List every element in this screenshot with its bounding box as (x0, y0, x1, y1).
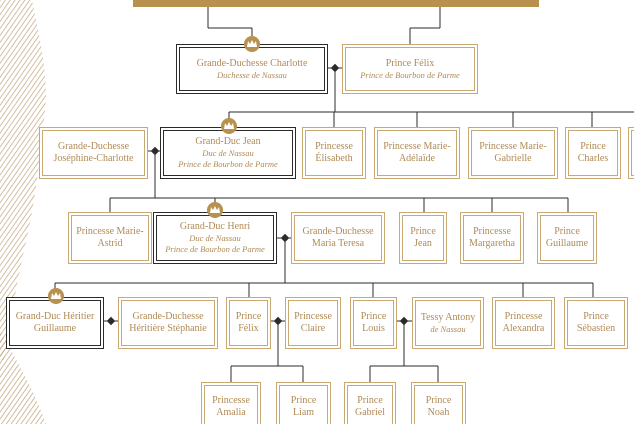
node-name: Tessy Antony (420, 311, 476, 323)
crown-icon (244, 36, 260, 52)
node-josephine[interactable]: Grande-Duchesse Joséphine-Charlotte (39, 127, 148, 179)
node-tessy[interactable]: Tessy Antony de Nassau (412, 297, 484, 349)
node-margaretha[interactable]: Princesse Margaretha (460, 212, 524, 264)
node-name: Grande-Duchesse Héritière Stéphanie (129, 311, 207, 334)
decorative-sculpture (0, 0, 46, 424)
node-title: Duchesse de Nassau (217, 69, 287, 80)
node-title-2: Prince de Bourbon de Parme (165, 244, 265, 254)
node-felix-sr[interactable]: Prince Félix Prince de Bourbon de Parme (342, 44, 478, 94)
node-name: Princesse Élisabeth (315, 141, 353, 164)
node-elisabeth[interactable]: Princesse Élisabeth (302, 127, 366, 179)
node-gabriel[interactable]: Prince Gabriel (344, 382, 396, 424)
node-name: Grand-Duc Jean (195, 136, 261, 147)
node-title: Duc de Nassau (202, 148, 254, 158)
node-name: Prince Liam (290, 395, 317, 418)
node-name: Prince Gabriel (355, 395, 385, 418)
node-name: Prince Jean (410, 226, 436, 249)
node-name: Grand-Duc Héritier Guillaume (15, 311, 95, 334)
node-name: Princesse Margaretha (469, 226, 515, 249)
node-maria-teresa[interactable]: Grande-Duchesse Maria Teresa (291, 212, 385, 264)
node-partial-offscreen (628, 127, 634, 179)
node-charles[interactable]: Prince Charles (565, 127, 621, 179)
node-felix-jr[interactable]: Prince Félix (226, 297, 271, 349)
node-guillaume-prince[interactable]: Prince Guillaume (537, 212, 597, 264)
node-alexandra[interactable]: Princesse Alexandra (492, 297, 555, 349)
node-marie-astrid[interactable]: Princesse Marie-Astrid (68, 212, 152, 264)
node-name: Princesse Marie-Gabrielle (479, 141, 547, 164)
node-name: Grande-Duchesse Charlotte (196, 57, 308, 69)
node-name: Prince Félix (385, 57, 435, 69)
node-stephanie[interactable]: Grande-Duchesse Héritière Stéphanie (118, 297, 218, 349)
node-henri[interactable]: Grand-Duc Henri Duc de Nassau Prince de … (153, 212, 277, 264)
node-liam[interactable]: Prince Liam (276, 382, 331, 424)
node-name: Prince Félix (235, 311, 262, 334)
node-amalia[interactable]: Princesse Amalia (201, 382, 261, 424)
node-title-2: Prince de Bourbon de Parme (178, 159, 278, 169)
crown-icon (207, 202, 223, 218)
node-jean-jr[interactable]: Prince Jean (399, 212, 447, 264)
crown-icon (221, 118, 237, 134)
node-name: Grande-Duchesse Joséphine-Charlotte (53, 141, 134, 164)
node-noah[interactable]: Prince Noah (411, 382, 466, 424)
node-title: Duc de Nassau (189, 233, 241, 243)
node-sebastien[interactable]: Prince Sébastien (564, 297, 628, 349)
node-guillaume[interactable]: Grand-Duc Héritier Guillaume (6, 297, 104, 349)
crown-icon (48, 288, 64, 304)
node-marie-gabrielle[interactable]: Princesse Marie-Gabrielle (468, 127, 558, 179)
header-bar (133, 0, 539, 7)
node-name: Princesse Amalia (212, 395, 250, 418)
node-marie-adelaide[interactable]: Princesse Marie-Adélaïde (374, 127, 460, 179)
node-name: Prince Louis (360, 311, 387, 334)
node-name: Prince Sébastien (576, 311, 616, 334)
node-title: Prince de Bourbon de Parme (360, 69, 460, 80)
node-title: de Nassau (430, 323, 466, 334)
node-louis[interactable]: Prince Louis (350, 297, 397, 349)
node-name: Princesse Alexandra (502, 311, 545, 334)
node-name: Grande-Duchesse Maria Teresa (302, 226, 374, 249)
node-name: Prince Charles (577, 141, 609, 164)
node-name: Princesse Claire (294, 311, 332, 334)
node-charlotte[interactable]: Grande-Duchesse Charlotte Duchesse de Na… (176, 44, 328, 94)
node-claire[interactable]: Princesse Claire (285, 297, 341, 349)
node-name: Prince Noah (425, 395, 452, 418)
node-name: Prince Guillaume (545, 226, 589, 249)
node-name: Princesse Marie-Adélaïde (383, 141, 451, 164)
node-name: Grand-Duc Henri (179, 221, 251, 232)
node-jean[interactable]: Grand-Duc Jean Duc de Nassau Prince de B… (160, 127, 296, 179)
node-name: Princesse Marie-Astrid (76, 226, 144, 249)
